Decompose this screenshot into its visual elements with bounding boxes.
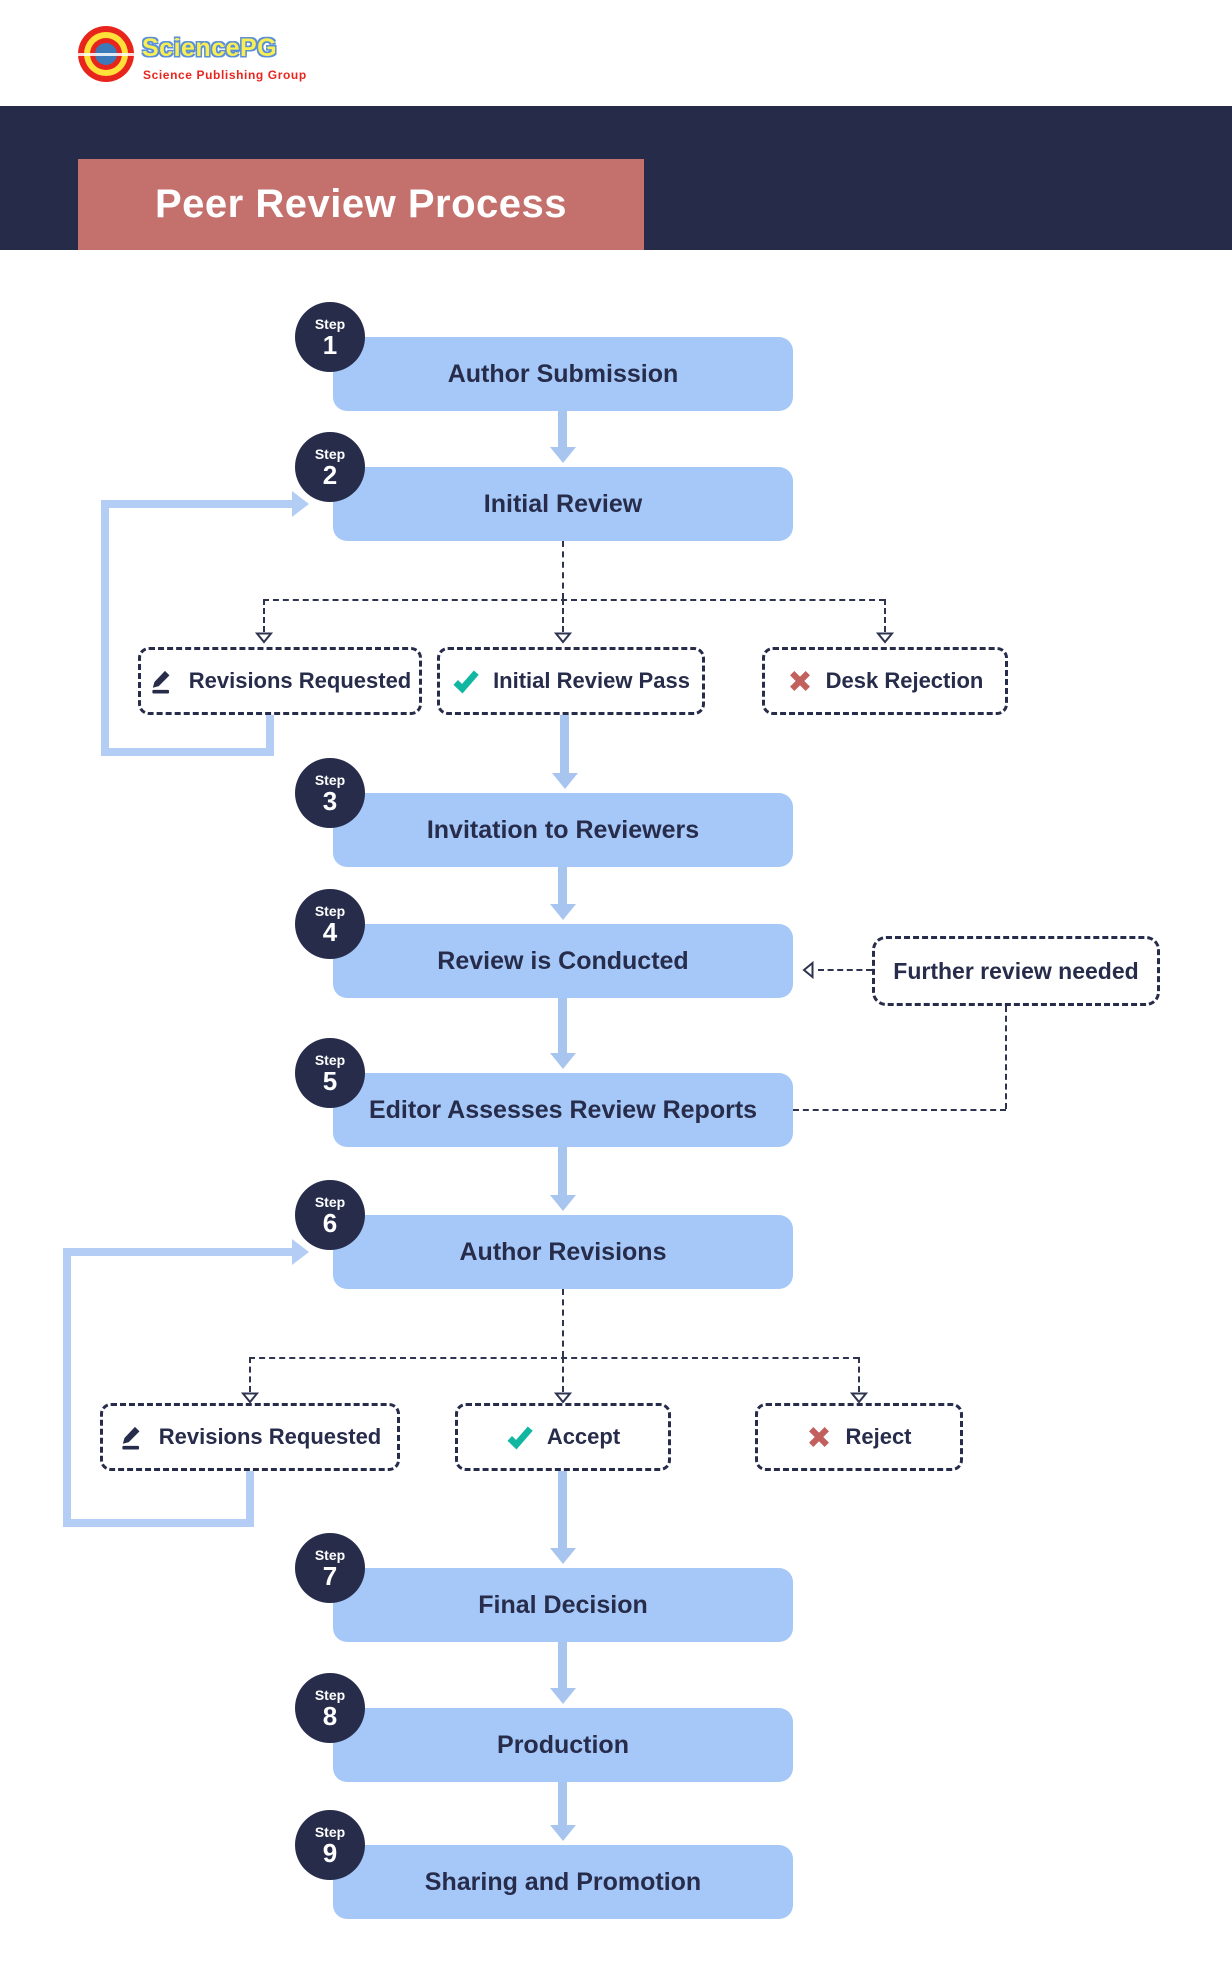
tree1-drop-left — [263, 599, 265, 632]
loop2-arrowhead-right-icon — [292, 1239, 309, 1265]
flow-box-initial-review: Initial Review — [333, 467, 793, 541]
decision-label: Revisions Requested — [158, 1424, 382, 1449]
decision-accept: Accept — [455, 1403, 671, 1471]
loop1-segment-bottom — [101, 748, 274, 756]
tree1-horizontal — [263, 599, 885, 601]
open-arrowhead-down-icon — [875, 632, 895, 644]
loop1-arrowhead-right-icon — [292, 491, 309, 517]
page-title-box: Peer Review Process — [78, 159, 644, 250]
tree2-horizontal — [249, 1357, 859, 1359]
arrow-step1-to-step2 — [550, 411, 576, 463]
open-arrowhead-down-icon — [240, 1392, 260, 1404]
loop1-segment-down — [266, 715, 274, 756]
flow-box-editor-assesses: Editor Assesses Review Reports — [333, 1073, 793, 1147]
x-icon — [787, 668, 813, 694]
flow-box-invitation: Invitation to Reviewers — [333, 793, 793, 867]
page-title: Peer Review Process — [155, 182, 567, 226]
open-arrowhead-down-icon — [553, 632, 573, 644]
decision-label: Initial Review Pass — [493, 668, 690, 693]
open-arrowhead-left-icon — [802, 960, 814, 980]
loop2-segment-top — [63, 1248, 292, 1256]
loop1-segment-left — [101, 500, 109, 756]
flow-box-sharing-promotion: Sharing and Promotion — [333, 1845, 793, 1919]
side-note-arrow-line — [818, 969, 872, 971]
decision-reject: Reject — [755, 1403, 963, 1471]
check-icon — [452, 667, 480, 695]
arrow-accept-to-step7 — [550, 1471, 576, 1564]
sciencepg-logo-icon — [78, 26, 134, 82]
tree2-drop-left — [249, 1357, 251, 1392]
arrow-step8-to-step9 — [550, 1782, 576, 1841]
arrow-pass-to-step3 — [552, 715, 578, 789]
decision-revisions-requested-1: Revisions Requested — [138, 647, 422, 715]
decision-label: Reject — [845, 1424, 912, 1449]
check-icon — [506, 1423, 534, 1451]
arrow-step4-to-step5 — [550, 998, 576, 1069]
x-icon — [806, 1424, 832, 1450]
flow-box-author-submission: Author Submission — [333, 337, 793, 411]
decision-desk-rejection: Desk Rejection — [762, 647, 1008, 715]
loop2-segment-bottom — [63, 1519, 254, 1527]
tree2-drop-middle — [562, 1357, 564, 1392]
decision-label: Revisions Requested — [188, 668, 412, 693]
arrow-step7-to-step8 — [550, 1642, 576, 1704]
loop2-segment-down — [246, 1471, 254, 1527]
sciencepg-logo: SciencePG Science Publishing Group — [78, 24, 398, 88]
tree2-stem — [562, 1289, 564, 1357]
flow-box-review-conducted: Review is Conducted — [333, 924, 793, 998]
open-arrowhead-down-icon — [849, 1392, 869, 1404]
flow-box-author-revisions: Author Revisions — [333, 1215, 793, 1289]
step5-to-sidenote-line-horizontal — [793, 1109, 1006, 1111]
open-arrowhead-down-icon — [254, 632, 274, 644]
further-review-needed-box: Further review needed — [872, 936, 1160, 1006]
tree1-drop-middle — [562, 599, 564, 632]
open-arrowhead-down-icon — [553, 1392, 573, 1404]
tree2-drop-right — [858, 1357, 860, 1392]
side-note-label: Further review needed — [893, 957, 1139, 984]
decision-revisions-requested-2: Revisions Requested — [100, 1403, 400, 1471]
logo-subtitle: Science Publishing Group — [143, 68, 307, 82]
tree1-drop-right — [884, 599, 886, 632]
flow-box-final-decision: Final Decision — [333, 1568, 793, 1642]
arrow-step5-to-step6 — [550, 1147, 576, 1211]
decision-initial-review-pass: Initial Review Pass — [437, 647, 705, 715]
decision-label: Accept — [546, 1424, 621, 1449]
decision-label: Desk Rejection — [825, 668, 984, 693]
logo-name: SciencePG — [142, 34, 278, 62]
pencil-icon — [119, 1424, 146, 1451]
arrow-step3-to-step4 — [550, 867, 576, 920]
step5-to-sidenote-line-vertical — [1005, 1006, 1007, 1109]
flow-box-production: Production — [333, 1708, 793, 1782]
pencil-icon — [149, 668, 176, 695]
tree1-stem — [562, 541, 564, 599]
loop1-segment-top — [101, 500, 292, 508]
loop2-segment-left — [63, 1248, 71, 1527]
